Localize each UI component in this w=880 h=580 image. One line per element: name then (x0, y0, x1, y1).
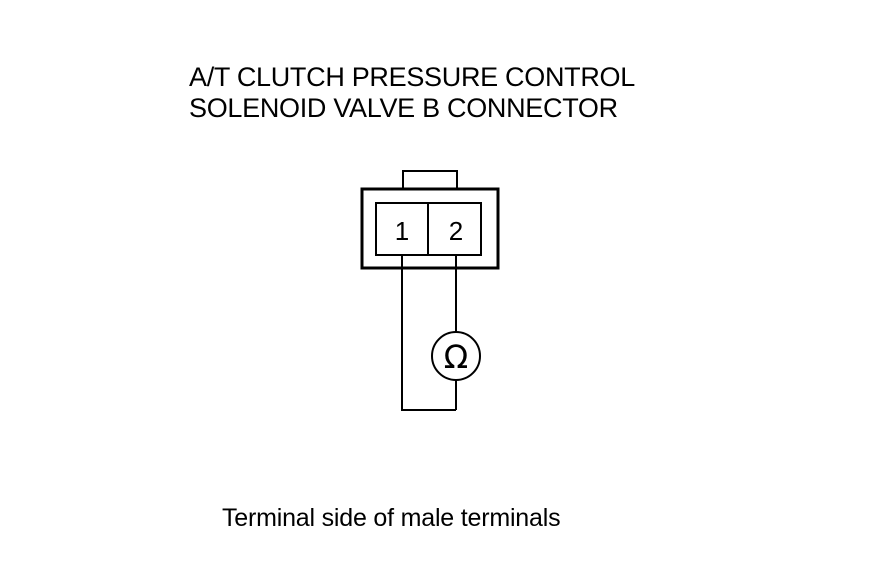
connector-title: A/T CLUTCH PRESSURE CONTROL SOLENOID VAL… (189, 62, 635, 124)
title-line-2: SOLENOID VALVE B CONNECTOR (189, 93, 618, 123)
probe-lead-terminal-1 (401, 255, 456, 411)
ohm-symbol: Ω (444, 338, 468, 376)
terminal-2-cavity (427, 202, 482, 256)
connector-housing (360, 187, 500, 270)
terminal-1-label: 1 (395, 216, 409, 246)
diagram-caption: Terminal side of male terminals (222, 504, 561, 532)
connector-lock-tab (402, 170, 458, 190)
title-line-1: A/T CLUTCH PRESSURE CONTROL (189, 62, 635, 92)
ohmmeter-icon (431, 331, 481, 381)
terminal-2-label: 2 (449, 216, 463, 246)
